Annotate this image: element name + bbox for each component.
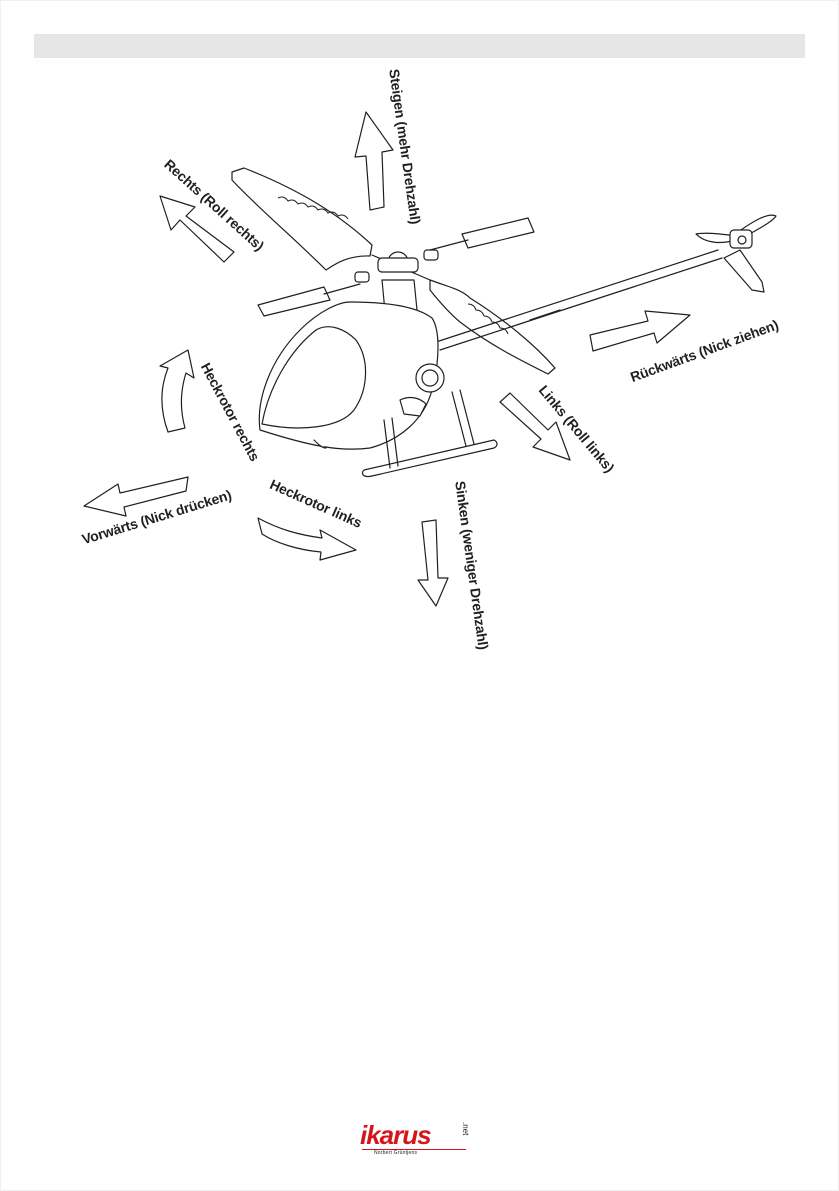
arrow-rueckwaerts bbox=[590, 311, 690, 351]
rotor-blade-rear-left bbox=[232, 168, 372, 270]
rotor-blade-front-right bbox=[430, 280, 555, 374]
arrow-steigen bbox=[355, 112, 393, 210]
arrow-heckrotor-rechts bbox=[160, 350, 194, 432]
arrow-heckrotor-links bbox=[258, 518, 356, 560]
arrow-sinken bbox=[418, 520, 448, 606]
tail-fin bbox=[724, 250, 764, 292]
logo-subtitle: Norbert Grüntjens bbox=[374, 1150, 417, 1156]
logo-brand: ikarus bbox=[360, 1120, 431, 1151]
canopy-window bbox=[262, 327, 366, 428]
logo-suffix: .net bbox=[461, 1122, 470, 1135]
rotor-blade-left bbox=[258, 287, 330, 316]
landing-skid bbox=[362, 440, 497, 477]
rotor-blade-right bbox=[462, 218, 534, 248]
ikarus-logo: ikarus .net Norbert Grüntjens bbox=[360, 1120, 480, 1162]
